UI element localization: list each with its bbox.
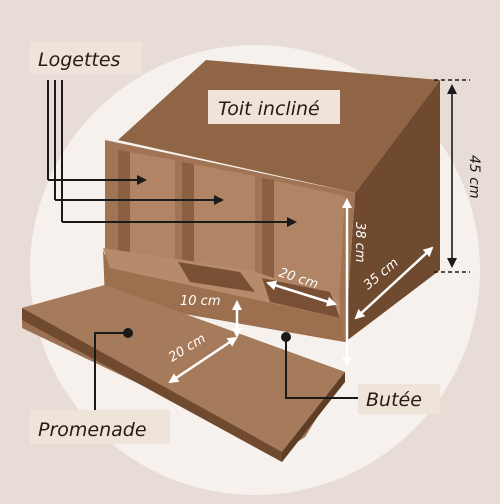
logettes-label-bg	[30, 42, 142, 74]
depth-arrow	[354, 246, 434, 320]
promenade-edge-right	[282, 372, 345, 462]
divider-left	[178, 262, 255, 292]
cubicle-3-shade	[262, 178, 274, 307]
edge-height-label: 10 cm	[180, 294, 221, 309]
cubicle-1-shade	[118, 150, 130, 282]
height-total-label: 45 cm	[466, 155, 482, 199]
promenade-label-bg	[30, 410, 170, 444]
front-ledge	[103, 250, 345, 342]
height-front-label: 38 cm	[352, 222, 367, 263]
butee-leader	[285, 337, 358, 399]
walkway-width-arrow	[168, 336, 238, 384]
promenade-label: Promenade	[38, 419, 147, 441]
roof-top	[118, 60, 440, 193]
butee-label: Butée	[366, 389, 422, 411]
logettes-label: Logettes	[38, 49, 121, 71]
butee-label-bg	[358, 384, 440, 414]
nest-width-arrow	[266, 280, 337, 307]
promenade-leader	[94, 332, 128, 410]
toit-label: Toit incliné	[218, 98, 320, 120]
toit-label-bg	[208, 90, 340, 124]
promenade-edge-front	[22, 308, 282, 462]
